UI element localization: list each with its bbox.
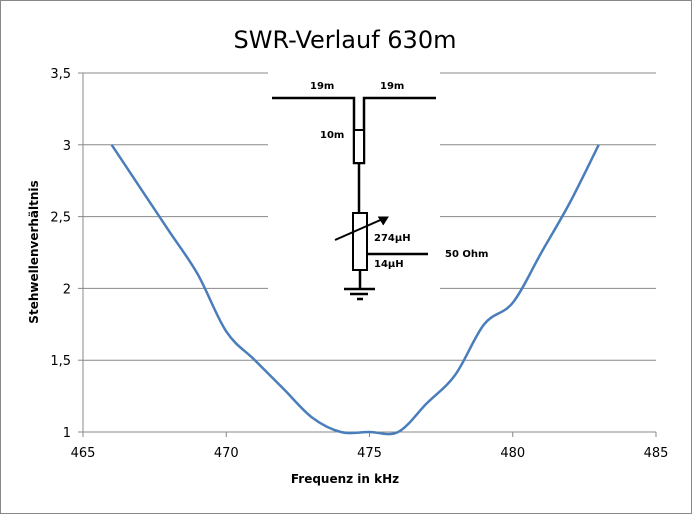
label-50-ohm: 50 Ohm (445, 249, 488, 260)
antenna-diagram (272, 96, 436, 301)
y-tick-label: 1 (63, 426, 71, 441)
y-axis-label: Stehwellenverhältnis (27, 180, 41, 323)
x-tick-label: 480 (500, 446, 525, 461)
x-tick-label: 485 (644, 446, 669, 461)
y-tick-label: 3 (63, 139, 71, 154)
series-line-swr (110, 144, 600, 436)
label-19m-left: 19m (310, 81, 334, 92)
x-tick-label: 475 (357, 446, 382, 461)
x-tick-label: 470 (214, 446, 239, 461)
label-14uH: 14µH (374, 259, 404, 270)
y-tick-label: 2,5 (50, 211, 71, 226)
feeder-element (353, 129, 365, 164)
coil (352, 212, 368, 271)
variable-arrow (334, 217, 386, 241)
chart-title: SWR-Verlauf 630m (234, 26, 457, 54)
y-tick-label: 1,5 (50, 354, 71, 369)
y-tick-label: 2 (63, 282, 71, 297)
label-10m: 10m (320, 130, 344, 141)
label-274uH: 274µH (374, 233, 411, 244)
x-axis-label: Frequenz in kHz (291, 472, 399, 486)
ground-icon (344, 270, 375, 301)
label-19m-right: 19m (380, 81, 404, 92)
y-tick-label: 3,5 (50, 67, 71, 82)
x-tick-label: 465 (71, 446, 96, 461)
arrow-head-icon (378, 216, 389, 226)
